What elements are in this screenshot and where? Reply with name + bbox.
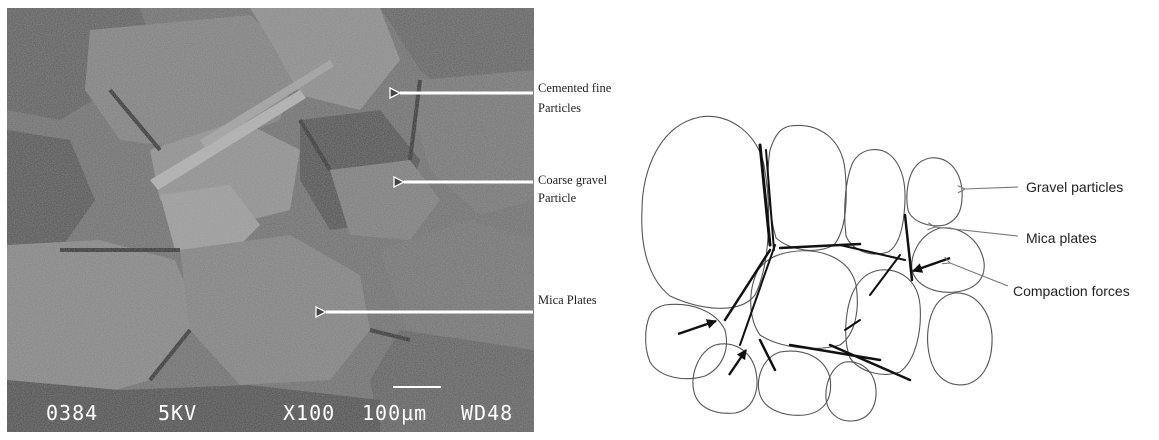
label-coarse-line1: Coarse gravel [538, 173, 608, 187]
databar-wd: WD48 [461, 401, 513, 425]
gravel-particle [826, 362, 876, 421]
leader-mica [935, 227, 1018, 236]
databar-code: 0384 [46, 401, 98, 425]
databar-voltage: 5KV [158, 401, 197, 425]
label-compaction-forces: Compaction forces [1013, 283, 1130, 299]
databar-magnification: X100 [283, 401, 335, 425]
label-cemented-line2: Particles [538, 101, 581, 115]
leader-compaction [950, 263, 1008, 286]
mica-plate [870, 255, 900, 295]
label-mica-plates-schematic: Mica plates [1026, 230, 1097, 246]
compaction-arrow [678, 321, 716, 334]
mica-plate [725, 250, 770, 320]
compaction-arrows [678, 258, 950, 375]
mica-plates [725, 145, 912, 380]
label-coarse-line2: Particle [538, 191, 577, 205]
mica-plate [840, 245, 905, 260]
compaction-arrow [913, 258, 950, 271]
leader-gravel [965, 187, 1018, 189]
label-cemented-line1: Cemented fine [538, 81, 612, 95]
gravel-particle [768, 125, 846, 250]
gravel-particle [912, 228, 984, 292]
schematic-diagram [642, 116, 992, 421]
label-gravel-particles: Gravel particles [1026, 179, 1123, 195]
gravel-particle [845, 150, 905, 254]
gravel-particle [646, 304, 727, 378]
gravel-particle [751, 251, 858, 349]
mica-plate [905, 215, 912, 280]
compaction-arrow [729, 350, 746, 375]
gravel-particle [928, 293, 993, 385]
sem-texture [7, 8, 534, 432]
databar-scale: 100µm [362, 401, 427, 425]
mica-plate [830, 345, 910, 380]
gravel-particle [907, 158, 962, 226]
label-mica-plates: Mica Plates [538, 293, 597, 307]
sem-micrograph: 0384 5KV X100 100µm WD48 [7, 8, 534, 432]
